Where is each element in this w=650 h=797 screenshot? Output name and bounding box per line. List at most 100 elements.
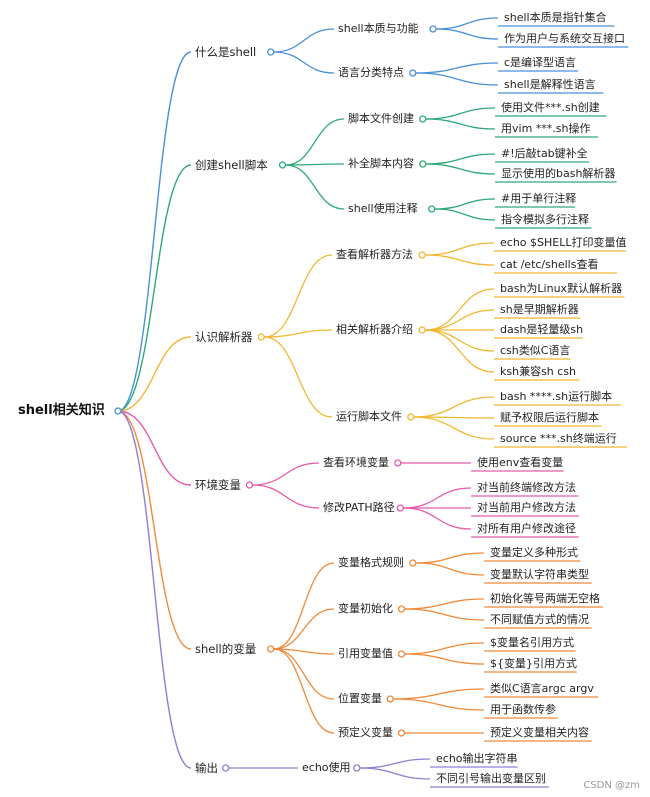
edge-branch-topic bbox=[273, 608, 335, 650]
topic-node: 运行脚本文件 bbox=[336, 410, 402, 423]
edge-topic-leaf bbox=[404, 653, 485, 665]
topic-node: 查看解析器方法 bbox=[336, 248, 413, 261]
topic-node: 预定义变量 bbox=[338, 726, 393, 739]
edge-root-branch bbox=[117, 164, 192, 412]
leaf-node: 使用env查看变量 bbox=[477, 456, 564, 469]
topic-node: 查看环境变量 bbox=[323, 456, 389, 469]
leaf-node: 初始化等号两端无空格 bbox=[490, 592, 600, 605]
edge-branch-topic bbox=[273, 51, 335, 74]
edge-branch-topic bbox=[273, 562, 335, 650]
edge-branch-topic bbox=[273, 28, 335, 53]
leaf-node: bash ****.sh运行脚本 bbox=[500, 390, 613, 403]
leaf-node: source ***.sh终端运行 bbox=[500, 432, 617, 445]
leaf-node: echo $SHELL打印变量值 bbox=[500, 236, 627, 249]
edge-topic-leaf bbox=[393, 698, 485, 711]
leaf-node: 对当前用户修改方法 bbox=[477, 501, 576, 514]
branch-node: 什么是shell bbox=[195, 45, 257, 59]
leaf-node: ksh兼容sh csh bbox=[500, 365, 577, 378]
leaf-node: c是编译型语言 bbox=[504, 56, 577, 69]
edge-topic-leaf bbox=[425, 163, 496, 175]
leaf-node: 用vim ***.sh操作 bbox=[501, 122, 591, 135]
branch-node: 认识解析器 bbox=[195, 330, 253, 344]
edge-topic-leaf bbox=[434, 208, 496, 221]
leaf-node: 变量默认字符串类型 bbox=[490, 568, 589, 581]
edge-root-branch bbox=[117, 51, 192, 412]
topic-node: 脚本文件创建 bbox=[348, 112, 414, 125]
leaf-node: 对当前终端修改方法 bbox=[477, 481, 576, 494]
leaf-node: shell是解释性语言 bbox=[504, 78, 596, 91]
branch-node: shell的变量 bbox=[195, 642, 257, 656]
leaf-node: cat /etc/shells查看 bbox=[500, 258, 599, 271]
topic-node: 修改PATH路径 bbox=[323, 501, 395, 514]
leaf-node: shell本质是指针集合 bbox=[504, 11, 607, 24]
topic-node: 语言分类特点 bbox=[338, 66, 404, 79]
leaf-node: 对所有用户修改途径 bbox=[477, 522, 576, 535]
leaf-node: 用于函数传参 bbox=[490, 703, 556, 716]
edge-branch-topic bbox=[273, 648, 335, 734]
leaf-node: bash为Linux默认解析器 bbox=[500, 282, 623, 295]
topic-node: echo使用 bbox=[302, 761, 351, 774]
edge-topic-leaf bbox=[393, 688, 485, 700]
edge-topic-leaf bbox=[435, 28, 499, 40]
edge-root-branch bbox=[117, 410, 192, 769]
edge-branch-topic bbox=[252, 484, 320, 509]
edge-root-branch bbox=[117, 336, 192, 412]
leaf-node: 变量定义多种形式 bbox=[490, 546, 578, 559]
topic-node: 变量初始化 bbox=[338, 602, 393, 615]
leaf-node: sh是早期解析器 bbox=[500, 303, 579, 316]
leaf-node: 作为用户与系统交互接口 bbox=[504, 32, 625, 45]
edge-topic-leaf bbox=[413, 396, 495, 418]
edge-topic-leaf bbox=[425, 242, 495, 256]
edge-topic-leaf bbox=[425, 118, 496, 130]
watermark: CSDN @zm bbox=[583, 780, 640, 791]
edge-topic-leaf bbox=[413, 416, 495, 440]
edge-topic-leaf bbox=[415, 72, 499, 86]
branch-node: 创建shell脚本 bbox=[195, 158, 268, 172]
edge-branch-topic bbox=[264, 254, 333, 338]
topic-node: 位置变量 bbox=[338, 692, 382, 705]
edge-topic-leaf bbox=[425, 288, 495, 331]
leaf-node: 使用文件***.sh创建 bbox=[501, 101, 600, 114]
topic-node: shell使用注释 bbox=[348, 202, 418, 215]
root-node-dot bbox=[114, 407, 122, 415]
leaf-node: 显示使用的bash解析器 bbox=[501, 167, 616, 180]
edge-branch-topic bbox=[273, 648, 335, 700]
edge-root-branch bbox=[117, 410, 192, 486]
edge-topic-leaf bbox=[425, 254, 495, 266]
leaf-node: echo输出字符串 bbox=[436, 752, 518, 765]
edge-branch-topic bbox=[264, 336, 333, 418]
leaf-node: csh类似C语言 bbox=[500, 344, 571, 357]
leaf-node: 赋予权限后运行脚本 bbox=[500, 411, 599, 424]
edge-branch-topic bbox=[264, 329, 333, 338]
edge-root-branch bbox=[117, 410, 192, 650]
edge-branch-topic bbox=[285, 118, 345, 166]
edge-topic-leaf bbox=[404, 608, 485, 621]
leaf-node: ${变量}引用方式 bbox=[490, 657, 577, 670]
edge-topic-leaf bbox=[425, 329, 495, 373]
edge-branch-topic bbox=[273, 648, 335, 655]
leaf-node: 不同赋值方式的情况 bbox=[490, 613, 589, 626]
branch-node: 输出 bbox=[195, 761, 218, 775]
leaf-node: $变量名引用方式 bbox=[490, 636, 574, 649]
leaf-node: #用于单行注释 bbox=[501, 192, 577, 205]
edge-topic-leaf bbox=[403, 507, 472, 530]
leaf-node: dash是轻量级sh bbox=[500, 323, 584, 336]
topic-node: 补全脚本内容 bbox=[348, 157, 414, 170]
topic-node: 相关解析器介绍 bbox=[336, 323, 413, 336]
topic-node: shell本质与功能 bbox=[338, 22, 419, 35]
edge-branch-topic bbox=[285, 163, 345, 166]
leaf-node: 指令模拟多行注释 bbox=[501, 213, 589, 226]
leaf-node: 不同引号输出变量区别 bbox=[436, 772, 546, 785]
leaf-node: #!后敲tab键补全 bbox=[501, 147, 588, 160]
root-node: shell相关知识 bbox=[18, 403, 105, 418]
edge-branch-topic bbox=[285, 164, 345, 210]
edge-branch-topic bbox=[252, 462, 320, 486]
topic-node: 变量格式规则 bbox=[338, 556, 404, 569]
leaf-node: 类似C语言argc argv bbox=[490, 682, 594, 695]
edge-topic-leaf bbox=[415, 562, 485, 576]
edge-topic-leaf bbox=[359, 767, 431, 780]
branch-node: 环境变量 bbox=[195, 478, 241, 492]
leaf-node: 预定义变量相关内容 bbox=[490, 726, 589, 739]
